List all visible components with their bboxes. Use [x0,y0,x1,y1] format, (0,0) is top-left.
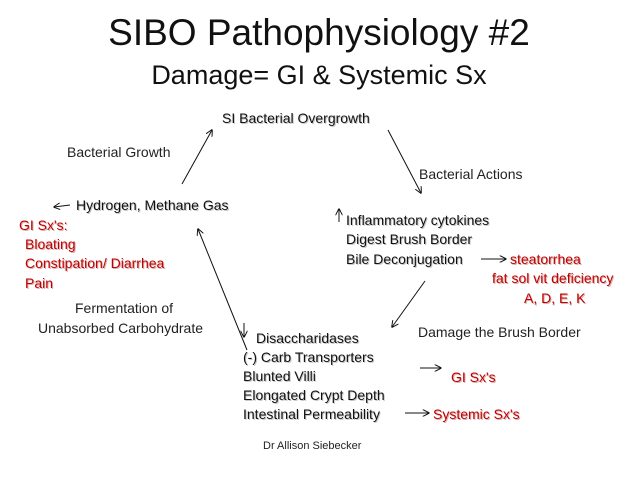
damage-item: Elongated Crypt Depth [243,387,385,403]
action-item: Digest Brush Border [346,231,473,247]
action-item: Inflammatory cytokines [346,212,490,228]
damage-item: (-) Carb Transporters [243,349,374,365]
gi-sx-heading: GI Sx's: [19,217,68,233]
damage-item: Blunted Villi [243,368,316,384]
gi-sx-item: Pain [25,275,54,291]
label-bacterial-actions: Bacterial Actions [419,166,523,182]
outcome-gi-sx: GI Sx's [451,369,496,385]
effect-fat-sol-vit-deficiency: fat sol vit deficiency [492,270,614,286]
label-fermentation-line1: Fermentation of [75,300,174,316]
slide-title: SIBO Pathophysiology #2 [108,12,530,53]
label-bacterial-growth: Bacterial Growth [67,144,171,160]
action-item: Bile Deconjugation [346,251,463,267]
credit: Dr Allison Siebecker [263,440,362,452]
gi-sx-item: Constipation/ Diarrhea [25,255,165,271]
damage-item: Disaccharidases [256,330,359,346]
arrow-actions-to-damage [392,280,426,327]
label-damage-brush-border: Damage the Brush Border [418,324,581,340]
arrow-gas-to-overgrowth [181,130,212,185]
arrow-overgrowth-to-actions [387,129,421,193]
slide-subtitle: Damage= GI & Systemic Sx [151,60,487,90]
damage-item: Intestinal Permeability [243,406,380,422]
arrow-damage-to-fermentation [198,229,248,351]
label-fermentation-line2: Unabsorbed Carbohydrate [38,320,203,336]
outcome-systemic-sx: Systemic Sx's [433,406,520,422]
node-hydrogen-methane-gas: Hydrogen, Methane Gas [76,197,229,213]
arrow-gas-to-gi-sx [54,205,71,207]
effect-vitamins: A, D, E, K [524,290,586,306]
effect-steatorrhea: steatorrhea [510,251,581,267]
node-si-bacterial-overgrowth: SI Bacterial Overgrowth [222,110,370,126]
gi-sx-item: Bloating [25,236,76,252]
